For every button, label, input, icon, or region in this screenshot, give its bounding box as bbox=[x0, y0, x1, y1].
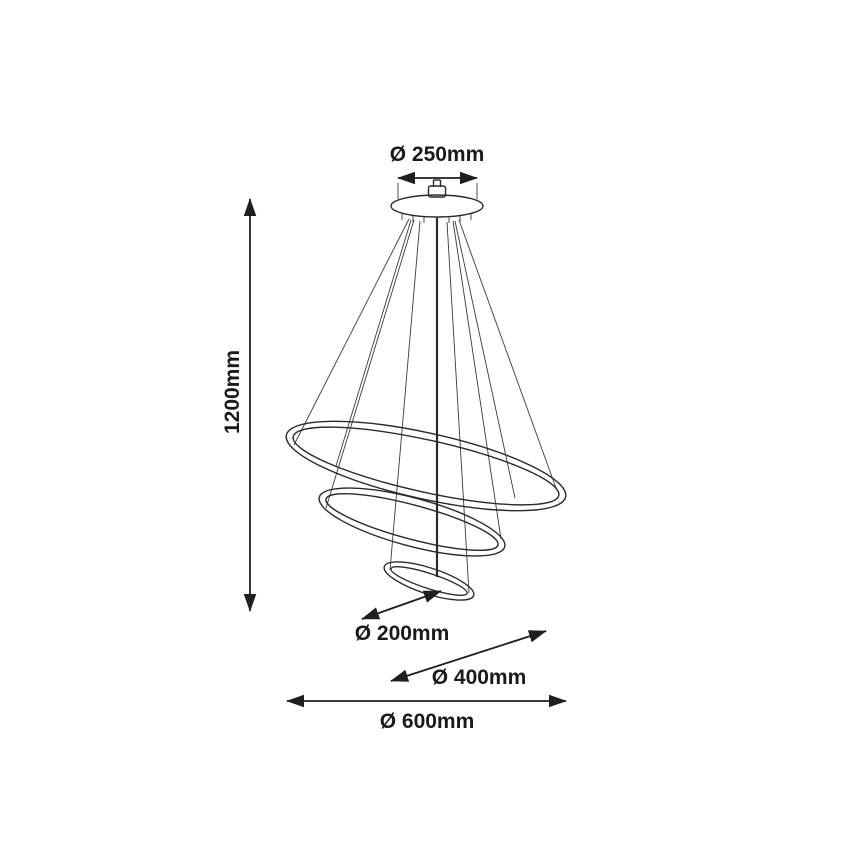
dimension-ring-small: Ø 200mm bbox=[355, 590, 450, 645]
dimension-ring-large: Ø 600mm bbox=[286, 694, 567, 733]
dimension-height: 1200mm bbox=[221, 198, 257, 612]
dimension-ring-middle: Ø 400mm bbox=[390, 630, 547, 689]
dimension-canopy-diameter: Ø 250mm bbox=[390, 143, 485, 199]
canopy-diameter-label: Ø 250mm bbox=[390, 143, 485, 166]
ring-middle bbox=[318, 487, 506, 557]
ring-small bbox=[383, 561, 475, 601]
ring-small-label: Ø 200mm bbox=[355, 622, 450, 645]
suspension-wires bbox=[293, 218, 557, 594]
ring-large bbox=[285, 420, 567, 512]
ceiling-canopy bbox=[390, 194, 484, 223]
height-label: 1200mm bbox=[221, 350, 244, 434]
ring-middle-label: Ø 400mm bbox=[432, 666, 527, 689]
pendant-lamp-drawing bbox=[285, 179, 567, 601]
ring-large-label: Ø 600mm bbox=[380, 710, 475, 733]
